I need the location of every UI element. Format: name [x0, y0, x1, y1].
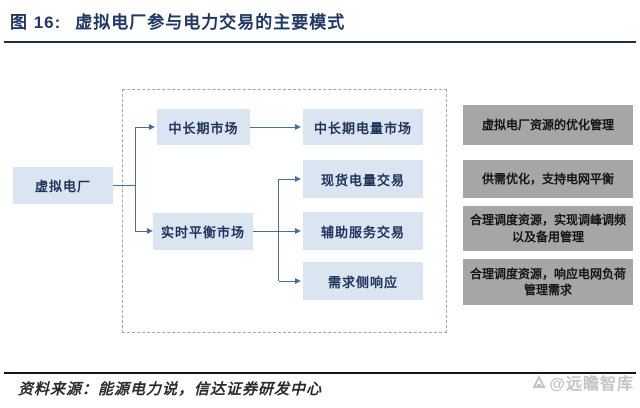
dashed-boundary: [122, 89, 447, 333]
node-mid-long-term-energy-market: 中长期电量市场: [303, 109, 423, 145]
annotation-optimized-management: 虚拟电厂资源的优化管理: [463, 105, 633, 145]
arrow-right-icon: [295, 124, 301, 130]
connector-line: [135, 127, 136, 232]
watermark-text: @远瞻智库: [549, 376, 634, 393]
connector-line: [136, 231, 147, 232]
connector-line: [253, 231, 278, 232]
arrow-right-icon: [295, 176, 301, 182]
connector-line: [279, 179, 295, 180]
node-ancillary-service-trade: 辅助服务交易: [303, 212, 423, 250]
connector-line: [250, 127, 295, 128]
figure-title: 图 16: 虚拟电厂参与电力交易的主要模式: [10, 8, 345, 33]
node-virtual-power-plant: 虚拟电厂: [13, 167, 113, 204]
connector-line: [113, 185, 135, 186]
figure-label: 图 16:: [10, 13, 62, 32]
connector-line: [279, 281, 295, 282]
source-note: 资料来源：能源电力说，信达证券研发中心: [18, 382, 323, 398]
node-spot-energy-trade: 现货电量交易: [303, 160, 423, 198]
watermark: @远瞻智库: [531, 370, 634, 394]
annotation-load-management: 合理调度资源，响应电网负荷管理需求: [463, 259, 633, 305]
connector-line: [278, 179, 279, 281]
title-divider: [4, 41, 636, 43]
arrow-right-icon: [295, 228, 301, 234]
annotation-peak-frequency: 合理调度资源，实现调峰调频以及备用管理: [463, 206, 633, 251]
arrow-right-icon: [149, 124, 155, 130]
annotation-supply-demand: 供需优化，支持电网平衡: [463, 160, 633, 198]
node-realtime-balance-market: 实时平衡市场: [153, 213, 253, 250]
node-demand-side-response: 需求侧响应: [303, 262, 423, 300]
arrow-right-icon: [147, 228, 153, 234]
arrow-right-icon: [295, 278, 301, 284]
yuanzhan-logo-icon: [532, 374, 547, 388]
connector-line: [136, 127, 150, 128]
connector-line: [279, 231, 295, 232]
figure-name: 虚拟电厂参与电力交易的主要模式: [75, 13, 346, 32]
node-mid-long-term-market: 中长期市场: [157, 109, 250, 145]
footer-divider: [4, 372, 636, 374]
